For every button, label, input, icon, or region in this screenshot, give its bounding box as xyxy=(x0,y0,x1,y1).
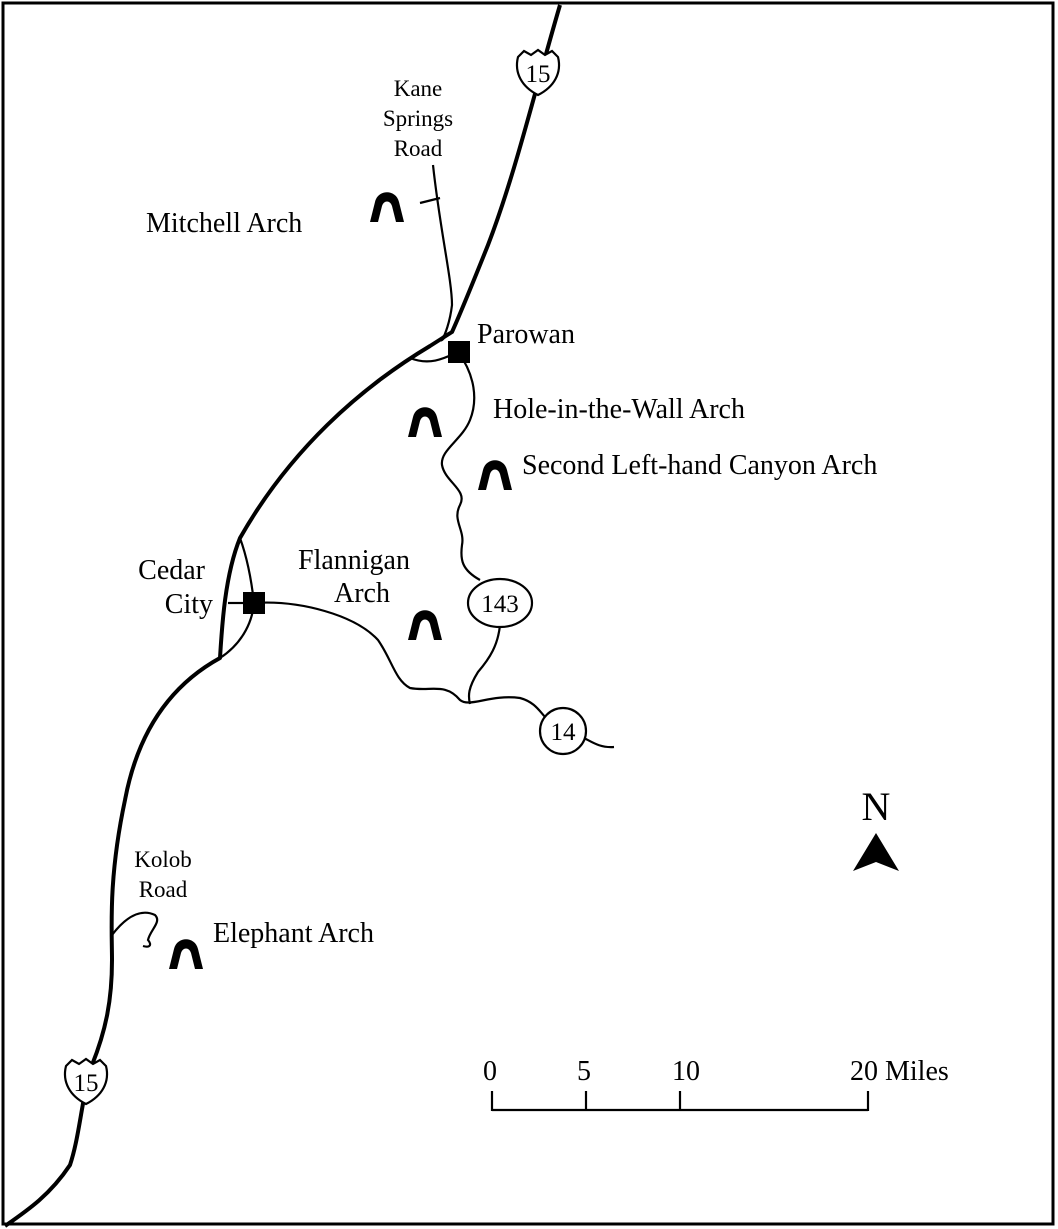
flannigan-arch-label-line1: Flannigan xyxy=(298,545,410,576)
kane-springs-road-label-line3: Road xyxy=(394,136,443,161)
mitchell-arch-label: Mitchell Arch xyxy=(146,208,302,239)
kane-springs-road-line xyxy=(431,164,454,341)
route-143-shield: 143 xyxy=(466,577,534,629)
kolob-road-line xyxy=(111,911,159,948)
flannigan-arch-label-line2: Arch xyxy=(334,578,390,609)
north-label: N xyxy=(862,784,891,829)
flannigan-arch-icon xyxy=(408,610,442,640)
elephant-arch-icon xyxy=(169,939,203,969)
cedar-city-label-line2: City xyxy=(165,589,213,620)
hole-in-the-wall-arch-icon xyxy=(408,407,442,437)
north-arrow-icon xyxy=(853,833,899,871)
kane-springs-road-label-line2: Springs xyxy=(383,106,453,131)
scale-bar xyxy=(490,1091,870,1112)
parowan-town-marker xyxy=(448,341,470,363)
second-left-hand-canyon-arch-label: Second Left-hand Canyon Arch xyxy=(522,450,877,481)
scale-label-0: 0 xyxy=(483,1056,497,1087)
cedar-city-label-line1: Cedar xyxy=(138,555,206,586)
route-143-line xyxy=(440,351,502,705)
kolob-road-label-line2: Road xyxy=(139,877,188,902)
route-143-label: 143 xyxy=(481,591,519,618)
scale-label-20-miles: 20 Miles xyxy=(850,1056,949,1087)
route-14-shield: 14 xyxy=(538,706,588,756)
second-left-hand-canyon-arch-icon xyxy=(478,460,512,490)
kolob-road-label-line1: Kolob xyxy=(134,847,192,872)
route-14-line xyxy=(253,601,615,749)
interstate-15-label-north: 15 xyxy=(526,61,551,88)
route-14-label: 14 xyxy=(551,719,577,746)
interstate-15-shield-north: 15 xyxy=(515,48,561,97)
mitchell-arch-icon xyxy=(370,192,404,222)
elephant-arch-label: Elephant Arch xyxy=(213,918,374,949)
scale-label-5: 5 xyxy=(577,1056,591,1087)
interstate-15-shield-south: 15 xyxy=(63,1057,109,1106)
cedar-city-town-marker xyxy=(243,592,265,614)
interstate-15-label-south: 15 xyxy=(74,1070,99,1097)
scale-label-10: 10 xyxy=(672,1056,700,1087)
parowan-label: Parowan xyxy=(477,319,575,350)
mitchell-arch-spur xyxy=(419,196,441,205)
hole-in-the-wall-arch-label: Hole-in-the-Wall Arch xyxy=(493,394,745,425)
kane-springs-road-label-line1: Kane xyxy=(394,76,443,101)
